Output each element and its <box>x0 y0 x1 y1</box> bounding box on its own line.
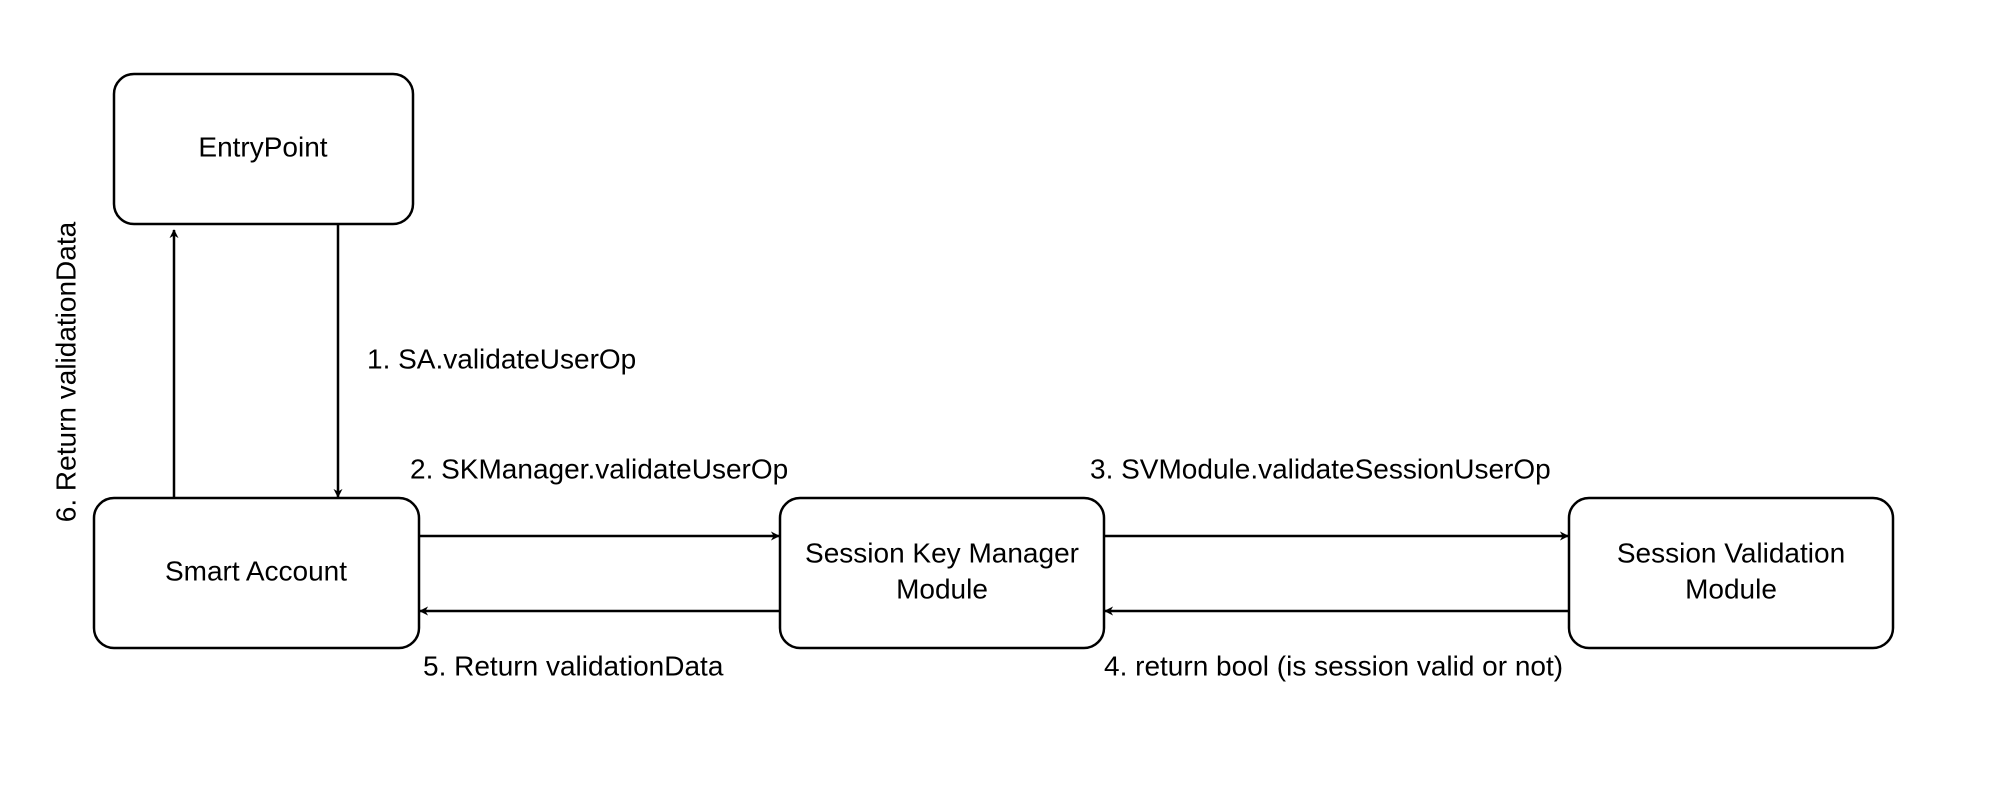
step5-label: 5. Return validationData <box>423 650 724 681</box>
session-validation-label-line2: Module <box>1685 573 1777 604</box>
entrypoint-box <box>112 72 415 226</box>
session-key-manager-box <box>778 496 1106 650</box>
session-key-manager-label-line1: Session Key Manager <box>805 537 1079 568</box>
smart-account-box <box>92 496 421 650</box>
step3-label: 3. SVModule.validateSessionUserOp <box>1090 453 1551 484</box>
smart-account-label: Smart Account <box>165 555 347 586</box>
session-key-manager-node: Session Key Manager Module <box>778 496 1106 650</box>
step6-label: 6. Return validationData <box>50 221 81 522</box>
session-validation-box <box>1567 496 1895 650</box>
step1-label: 1. SA.validateUserOp <box>367 343 636 374</box>
session-validation-node: Session Validation Module <box>1567 496 1895 650</box>
session-key-manager-label-line2: Module <box>896 573 988 604</box>
smart-account-node: Smart Account <box>92 496 421 650</box>
entrypoint-label: EntryPoint <box>198 131 327 162</box>
entrypoint-node: EntryPoint <box>112 72 415 226</box>
session-validation-label-line1: Session Validation <box>1617 537 1845 568</box>
step4-label: 4. return bool (is session valid or not) <box>1104 650 1563 681</box>
step2-label: 2. SKManager.validateUserOp <box>410 453 788 484</box>
